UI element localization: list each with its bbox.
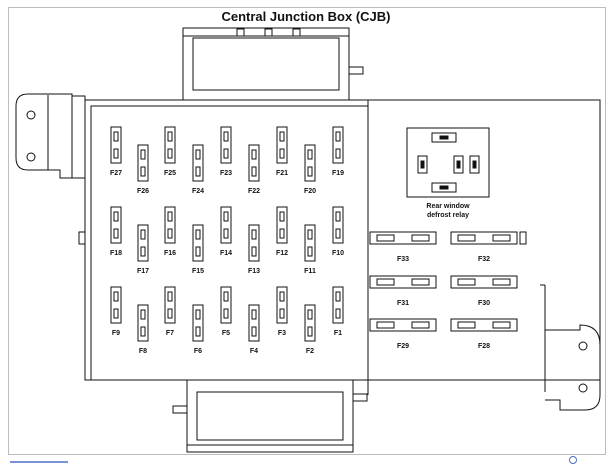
fuse-label-f15: F15 (192, 268, 204, 275)
fuse-label-f17: F17 (137, 268, 149, 275)
fuse-label-f10: F10 (332, 250, 344, 257)
fuse-f5: F5 (220, 286, 232, 337)
fuse-f9: F9 (110, 286, 122, 337)
fuse-label-f20: F20 (304, 188, 316, 195)
fuse-f25: F25 (164, 126, 176, 177)
fuse-f31: F31 (369, 275, 437, 307)
rear-window-defrost-relay (406, 127, 490, 198)
fuse-label-f13: F13 (248, 268, 260, 275)
fuse-label-f14: F14 (220, 250, 232, 257)
fuse-label-f33: F33 (397, 256, 409, 263)
fuse-label-f31: F31 (397, 300, 409, 307)
fuse-f26: F26 (137, 144, 149, 195)
fuse-f10: F10 (332, 206, 344, 257)
fuse-f1: F1 (332, 286, 344, 337)
fuse-label-f25: F25 (164, 170, 176, 177)
fuse-label-f24: F24 (192, 188, 204, 195)
fuse-label-f11: F11 (304, 268, 316, 275)
fuse-label-f32: F32 (478, 256, 490, 263)
fuse-f4: F4 (248, 304, 260, 355)
info-icon (569, 456, 577, 464)
fuse-f18: F18 (110, 206, 122, 257)
fuse-f6: F6 (192, 304, 204, 355)
fuse-label-f6: F6 (194, 348, 202, 355)
fuse-f30: F30 (450, 275, 518, 307)
fuse-label-f26: F26 (137, 188, 149, 195)
relay-label-line1: Rear window (426, 203, 470, 210)
fuse-f27: F27 (110, 126, 122, 177)
fuse-f28: F28 (450, 318, 518, 350)
fuse-label-f22: F22 (248, 188, 260, 195)
fuse-label-f16: F16 (164, 250, 176, 257)
fuse-label-f21: F21 (276, 170, 288, 177)
fuse-f32: F32 (450, 231, 518, 263)
fuse-f15: F15 (192, 224, 204, 275)
fuse-f7: F7 (164, 286, 176, 337)
fuse-label-f18: F18 (110, 250, 122, 257)
fuse-label-f3: F3 (278, 330, 286, 337)
fuse-f20: F20 (304, 144, 316, 195)
fuse-label-f23: F23 (220, 170, 232, 177)
fuse-label-f9: F9 (112, 330, 120, 337)
fuse-label-f5: F5 (222, 330, 230, 337)
junction-box-housing (78, 99, 601, 395)
bottom-connector (172, 379, 368, 453)
fuse-label-f28: F28 (478, 343, 490, 350)
fuse-f23: F23 (220, 126, 232, 177)
fuse-label-f4: F4 (250, 348, 258, 355)
fuse-label-f29: F29 (397, 343, 409, 350)
fuse-f11: F11 (304, 224, 316, 275)
fuse-label-f19: F19 (332, 170, 344, 177)
mini-fuse-array: F27F26F25F24F23F22F21F20F19F18F17F16F15F… (110, 126, 344, 355)
fuse-f14: F14 (220, 206, 232, 257)
fuse-f33: F33 (369, 231, 437, 263)
page-bottom-strip (10, 456, 577, 464)
fuse-f22: F22 (248, 144, 260, 195)
fuse-f16: F16 (164, 206, 176, 257)
fuse-f3: F3 (276, 286, 288, 337)
fuse-label-f1: F1 (334, 330, 342, 337)
fuse-label-f8: F8 (139, 348, 147, 355)
top-connector (182, 27, 364, 101)
fuse-f19: F19 (332, 126, 344, 177)
right-mounting-bracket (545, 324, 601, 411)
image-frame (8, 7, 606, 455)
diagram-title: Central Junction Box (CJB) (221, 9, 391, 24)
fuse-f17: F17 (137, 224, 149, 275)
fuse-f12: F12 (276, 206, 288, 257)
fuse-label-f7: F7 (166, 330, 174, 337)
fuse-label-f27: F27 (110, 170, 122, 177)
fuse-f2: F2 (304, 304, 316, 355)
fuse-f21: F21 (276, 126, 288, 177)
fuse-label-f12: F12 (276, 250, 288, 257)
fuse-f8: F8 (137, 304, 149, 355)
relay-label-line2: defrost relay (427, 212, 469, 219)
fuse-f29: F29 (369, 318, 437, 350)
fuse-label-f2: F2 (306, 348, 314, 355)
fuse-label-f30: F30 (478, 300, 490, 307)
left-mounting-bracket (15, 93, 86, 179)
fuse-f24: F24 (192, 144, 204, 195)
fuse-f13: F13 (248, 224, 260, 275)
